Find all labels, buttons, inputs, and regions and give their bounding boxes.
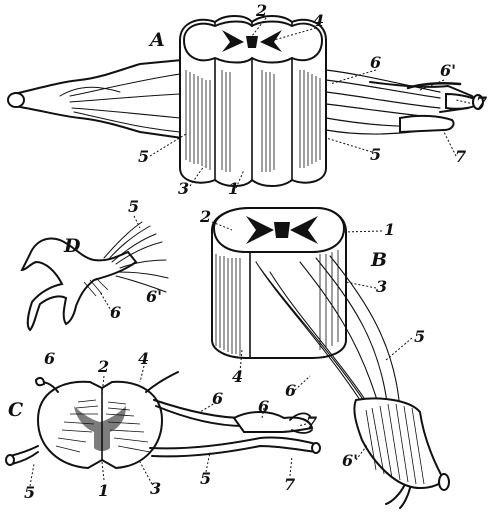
- callout-c-3: 3: [150, 479, 161, 498]
- figure-label-d: D: [63, 235, 81, 257]
- cord-segment-a: [180, 16, 326, 186]
- callout-c-1: 1: [98, 481, 109, 500]
- callout-a-1: 1: [228, 179, 239, 198]
- callout-a-6: 6: [370, 53, 381, 72]
- callout-b-1: 1: [384, 220, 395, 239]
- callout-c-7-top: 7: [306, 413, 317, 432]
- callout-c-6-left: 6: [44, 349, 55, 368]
- callout-d-6: 6: [110, 303, 121, 322]
- figure-b: [212, 208, 449, 508]
- callout-c-4: 4: [138, 349, 149, 368]
- callout-a-5-right: 5: [370, 145, 381, 164]
- callout-d-6-prime: 6': [146, 287, 162, 306]
- callout-b-2: 2: [199, 207, 211, 226]
- callout-c-2: 2: [97, 357, 109, 376]
- callout-b-6-prime: 6': [342, 451, 358, 470]
- callout-b-3: 3: [376, 277, 387, 296]
- callout-a-5-left: 5: [138, 147, 149, 166]
- callout-a-7-top: 7: [476, 93, 487, 112]
- callout-b-6: 6: [285, 381, 296, 400]
- callout-a-7-bottom: 7: [455, 147, 466, 166]
- callout-a-2: 2: [255, 1, 267, 20]
- callout-a-4: 4: [313, 11, 324, 30]
- figure-label-c: C: [8, 399, 23, 421]
- callout-c-6-right: 6: [258, 397, 269, 416]
- figure-d: [22, 222, 168, 330]
- figure-c: [6, 372, 320, 468]
- callout-a-3: 3: [178, 179, 189, 198]
- callout-a-6-prime: 6': [440, 61, 456, 80]
- figure-label-b: B: [370, 249, 387, 271]
- callout-b-4: 4: [232, 367, 243, 386]
- callout-c-7-bottom: 7: [284, 475, 295, 494]
- callout-b-5: 5: [414, 327, 425, 346]
- callout-c-6-mid: 6: [212, 389, 223, 408]
- figure-label-a: A: [148, 29, 165, 51]
- figure-a: [8, 16, 483, 186]
- callout-d-5: 5: [128, 197, 139, 216]
